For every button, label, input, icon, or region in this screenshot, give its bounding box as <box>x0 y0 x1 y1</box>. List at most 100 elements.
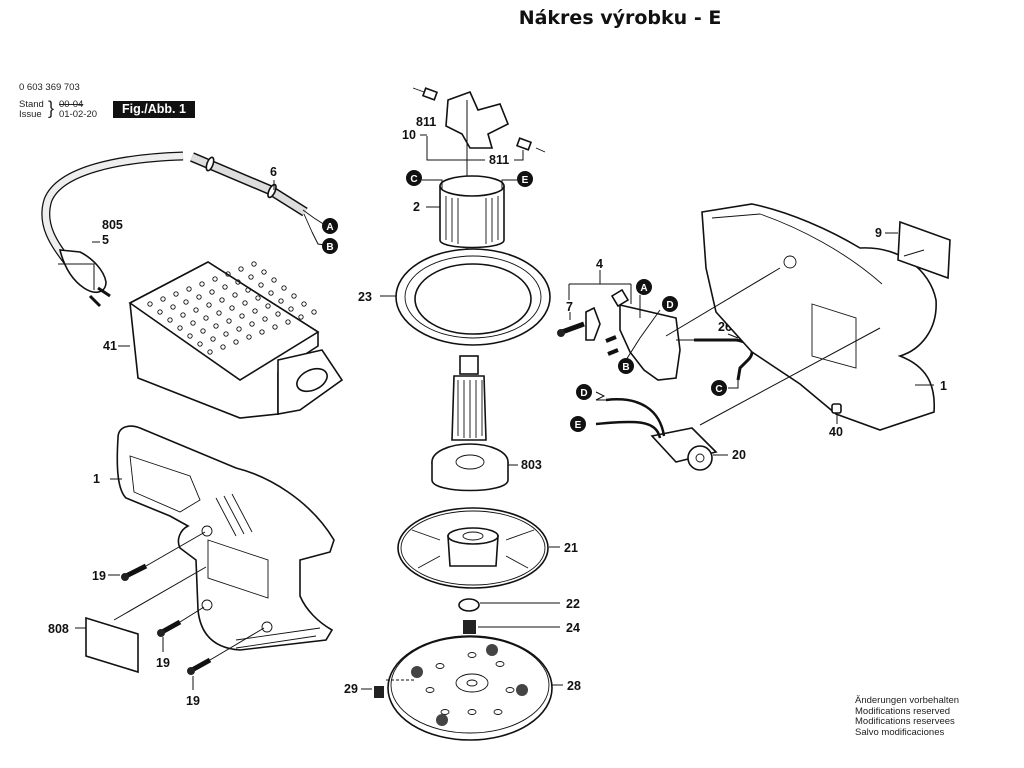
part-label-41: 41 <box>103 339 117 353</box>
revision-values: 00-04 01-02-20 <box>59 100 97 120</box>
screw-7 <box>557 321 585 337</box>
connector-E3: E <box>570 416 586 432</box>
dust-hole <box>238 266 244 272</box>
dust-hole <box>196 294 202 300</box>
nut-24 <box>463 620 476 634</box>
dust-hole <box>278 298 284 304</box>
dust-hole <box>190 320 196 326</box>
part-label-5: 5 <box>102 233 109 247</box>
power-cord <box>41 151 315 308</box>
svg-text:A: A <box>640 283 647 294</box>
pad-hole <box>467 652 477 658</box>
bearing-ring <box>395 248 551 346</box>
part-label-1-left: 1 <box>93 472 100 486</box>
dust-hole <box>220 344 226 350</box>
note-fr: Modifications reservees <box>855 716 955 727</box>
connector-C1: C <box>406 170 422 186</box>
dust-hole <box>197 341 203 347</box>
dust-hole <box>285 319 291 325</box>
dust-hole <box>301 301 307 307</box>
dust-hole <box>262 316 268 322</box>
svg-text:C: C <box>715 384 722 395</box>
pad-velcro-grip <box>486 644 498 656</box>
part-label-4: 4 <box>596 257 603 271</box>
svg-text:C: C <box>410 174 417 185</box>
dust-hole <box>236 326 242 332</box>
sanding-pad <box>387 635 553 741</box>
stand-issue-labels: Stand Issue <box>19 100 44 120</box>
dust-hole <box>239 313 245 319</box>
figure-badge: Fig./Abb. 1 <box>113 101 195 118</box>
connector-D3: D <box>576 384 592 400</box>
wire-26 <box>694 338 754 381</box>
dust-hole <box>245 287 251 293</box>
screw-19-c <box>187 657 212 675</box>
connector-C2: C <box>711 380 727 396</box>
dust-hole <box>261 269 267 275</box>
dust-hole <box>255 295 261 301</box>
dust-hole <box>210 336 216 342</box>
dust-hole <box>242 300 248 306</box>
svg-text:D: D <box>666 300 673 311</box>
dust-box <box>128 261 344 419</box>
dust-hole <box>207 349 213 355</box>
pad-velcro-grip <box>516 684 528 696</box>
part-number: 0 603 369 703 <box>19 82 80 93</box>
speed-control-module <box>595 398 718 471</box>
dust-hole <box>251 261 257 267</box>
brace-icon: } <box>48 98 55 118</box>
dust-hole <box>225 271 231 277</box>
dust-hole <box>219 297 225 303</box>
part-label-6: 6 <box>270 165 277 179</box>
housing-left <box>116 425 335 651</box>
dust-hole <box>275 311 281 317</box>
part-label-23: 23 <box>358 290 372 304</box>
part-label-2: 2 <box>413 200 420 214</box>
dust-hole <box>265 303 271 309</box>
dust-hole <box>187 333 193 339</box>
screw-29 <box>374 686 384 698</box>
rubber-foot-40 <box>831 403 842 414</box>
pad-hole <box>435 663 445 669</box>
modifications-note: Änderungen vorbehalten Modifications res… <box>855 695 960 738</box>
part-label-19-b: 19 <box>156 656 170 670</box>
dust-hole <box>223 331 229 337</box>
washer-22 <box>458 598 480 612</box>
dust-hole <box>213 323 219 329</box>
part-label-21: 21 <box>564 541 578 555</box>
svg-text:B: B <box>622 362 629 373</box>
dust-hole <box>206 302 212 308</box>
dust-hole <box>200 328 206 334</box>
pad-hole <box>467 709 477 715</box>
dust-hole <box>229 305 235 311</box>
pad-velcro-grip <box>436 714 448 726</box>
screw-19-a <box>121 563 148 581</box>
dust-hole <box>272 324 278 330</box>
dust-hole <box>232 292 238 298</box>
dust-hole <box>249 321 255 327</box>
part-label-811-b: 811 <box>489 153 509 167</box>
issue-value: 01-02-20 <box>59 109 98 120</box>
dust-hole <box>271 277 277 283</box>
part-label-40: 40 <box>829 425 843 439</box>
part-label-7: 7 <box>566 300 573 314</box>
brush-holder <box>412 87 546 153</box>
dust-hole <box>173 291 179 297</box>
part-label-29: 29 <box>344 682 358 696</box>
note-de: Änderungen vorbehalten <box>855 695 960 706</box>
part-label-811-a: 811 <box>416 115 436 129</box>
connector-A1: A <box>322 218 338 234</box>
part-label-10: 10 <box>402 128 416 142</box>
rating-plate-808 <box>85 616 139 674</box>
switch-screws <box>605 335 619 356</box>
page-title: Nákres výrobku - E <box>518 7 722 29</box>
svg-text:D: D <box>580 388 587 399</box>
dust-hole <box>291 293 297 299</box>
pad-hole <box>440 709 450 715</box>
connector-A2: A <box>636 279 652 295</box>
dust-hole <box>288 306 294 312</box>
dust-hole <box>222 284 228 290</box>
note-es: Salvo modificaciones <box>855 726 945 738</box>
pad-hole <box>505 687 515 693</box>
